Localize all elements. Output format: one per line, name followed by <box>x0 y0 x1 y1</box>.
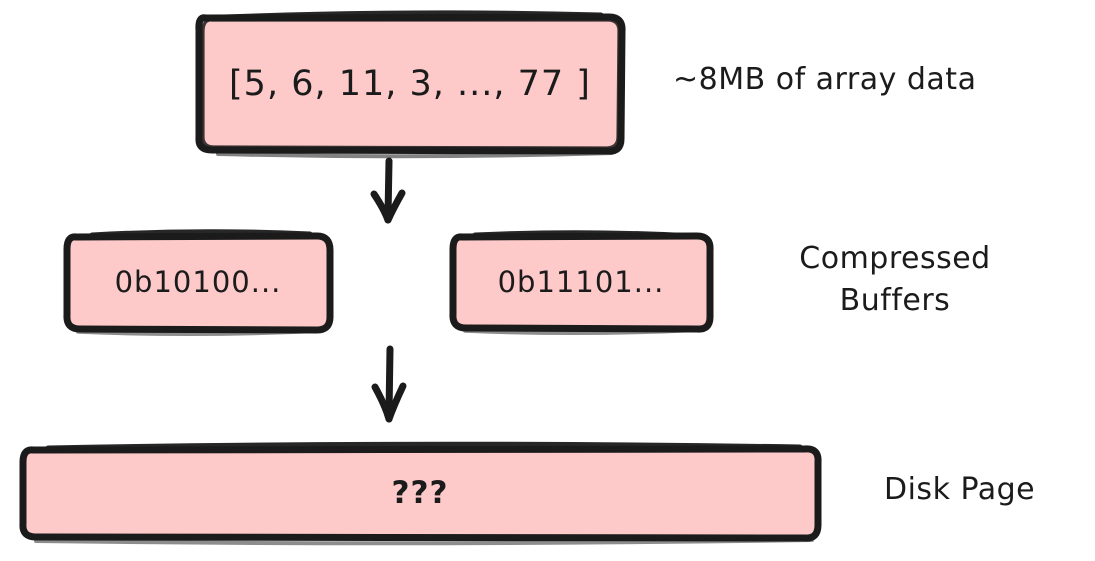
array-data-box[interactable] <box>195 10 626 159</box>
array-data-annotation: ~8MB of array data <box>673 62 977 97</box>
compressed-buffer-right-box[interactable] <box>449 230 714 336</box>
disk-page-box[interactable] <box>19 441 822 546</box>
arrow-down-buffers-to-disk <box>371 345 407 423</box>
arrow-down-array-to-buffers <box>370 157 406 224</box>
compressed-buffer-left-box[interactable] <box>63 229 334 337</box>
compressed-buffers-annotation: Compressed Buffers <box>799 241 991 318</box>
disk-page-annotation: Disk Page <box>884 472 1036 507</box>
